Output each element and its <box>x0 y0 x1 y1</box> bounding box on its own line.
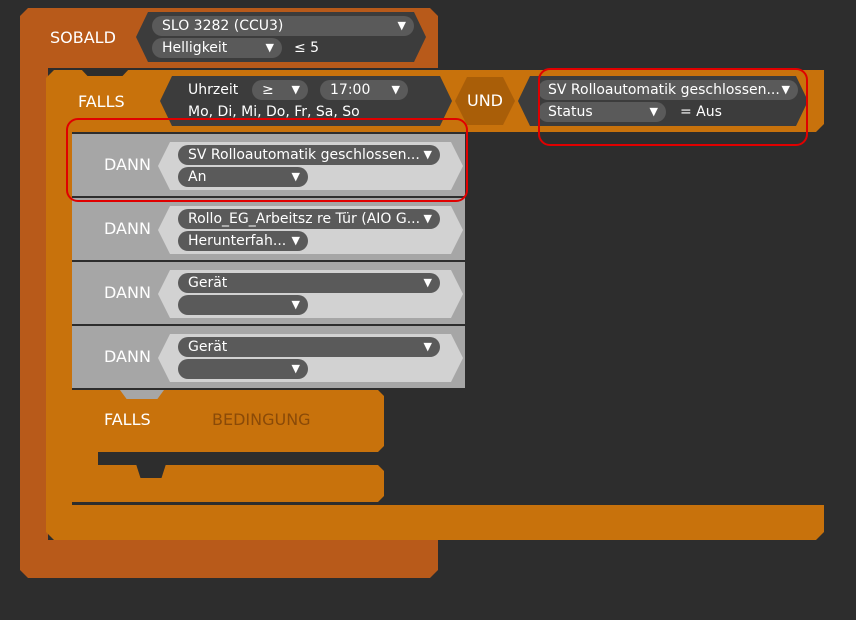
dann-value-select[interactable]: ▼ <box>178 295 308 315</box>
days-label[interactable]: Mo, Di, Mi, Do, Fr, Sa, So <box>188 104 360 118</box>
sobald-rail <box>20 60 48 542</box>
falls-device-select[interactable]: SV Rolloautomatik geschlossen...▼ <box>538 80 798 100</box>
dann-device-select[interactable]: SV Rolloautomatik geschlossen...▼ <box>178 145 440 165</box>
dann-device-select[interactable]: Gerät▼ <box>178 337 440 357</box>
time-label: Uhrzeit <box>188 82 239 98</box>
time-select[interactable]: 17:00▼ <box>320 80 408 100</box>
falls2-notch <box>120 390 164 399</box>
dann-device-select[interactable]: Gerät▼ <box>178 273 440 293</box>
dann-label: DANN <box>104 219 151 238</box>
dann-label: DANN <box>104 155 151 174</box>
chevron-down-icon: ▼ <box>291 362 300 375</box>
falls-label: FALLS <box>78 92 125 111</box>
chevron-down-icon: ▼ <box>397 19 406 32</box>
operator-select[interactable]: ≥▼ <box>252 80 308 100</box>
dann-value-select[interactable]: ▼ <box>178 359 308 379</box>
falls2-slot-notch <box>136 464 166 478</box>
sobald-condition[interactable]: ≤ 5 <box>294 40 320 56</box>
chevron-down-icon: ▼ <box>649 105 658 118</box>
falls2-footer[interactable] <box>72 465 384 502</box>
chevron-down-icon: ▼ <box>781 83 790 96</box>
sobald-param-select[interactable]: Helligkeit▼ <box>152 38 282 58</box>
chevron-down-icon: ▼ <box>423 212 432 225</box>
chevron-down-icon: ▼ <box>291 170 300 183</box>
falls-footer[interactable] <box>46 505 824 540</box>
falls2-label: FALLS <box>104 410 151 429</box>
falls-param-select[interactable]: Status▼ <box>538 102 666 122</box>
falls-condition[interactable]: = Aus <box>680 104 722 120</box>
dann-value-select[interactable]: Herunterfah...▼ <box>178 231 308 251</box>
dann-value-select[interactable]: An▼ <box>178 167 308 187</box>
chevron-down-icon: ▼ <box>291 298 300 311</box>
falls-notch <box>80 68 130 76</box>
sobald-footer[interactable] <box>20 540 438 578</box>
chevron-down-icon: ▼ <box>265 41 274 54</box>
falls2-block[interactable] <box>72 390 384 452</box>
dann-label: DANN <box>104 347 151 366</box>
chevron-down-icon: ▼ <box>423 148 432 161</box>
sobald-label: SOBALD <box>50 28 116 47</box>
highlight-box <box>66 118 468 202</box>
chevron-down-icon: ▼ <box>391 83 400 96</box>
chevron-down-icon: ▼ <box>291 83 300 96</box>
condition-placeholder[interactable]: BEDINGUNG <box>212 410 311 429</box>
und-operator[interactable]: UND <box>455 77 515 125</box>
highlight-box <box>538 68 808 146</box>
dann-label: DANN <box>104 283 151 302</box>
chevron-down-icon: ▼ <box>423 276 432 289</box>
dann-device-select[interactable]: Rollo_EG_Arbeitsz re Tür (AIO G...▼ <box>178 209 440 229</box>
chevron-down-icon: ▼ <box>423 340 432 353</box>
chevron-down-icon: ▼ <box>291 234 300 247</box>
sobald-device-select[interactable]: SLO 3282 (CCU3)▼ <box>152 16 414 36</box>
